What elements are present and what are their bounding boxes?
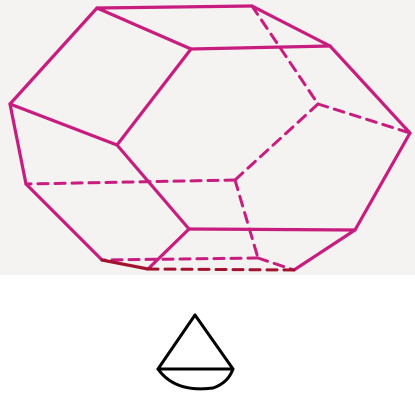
crystal-drawing xyxy=(8,4,412,272)
visible-edge xyxy=(250,4,332,48)
hidden-edge xyxy=(250,4,320,106)
bottom-edge xyxy=(146,267,296,272)
cone-symbol xyxy=(156,313,235,391)
symbol-panel xyxy=(0,275,415,417)
visible-edge xyxy=(115,143,191,231)
visible-edge xyxy=(115,47,193,147)
visible-edge xyxy=(24,182,104,262)
visible-edge xyxy=(292,228,357,272)
visible-edge xyxy=(353,131,412,232)
cone-outline xyxy=(156,313,235,371)
hidden-edge xyxy=(24,178,237,186)
visible-edge xyxy=(95,6,193,51)
cone-base-arc xyxy=(156,367,235,391)
hidden-edge xyxy=(256,256,296,272)
hidden-edge xyxy=(233,178,260,260)
visible-edge xyxy=(8,6,99,106)
visible-edge xyxy=(189,44,332,51)
visible-edge xyxy=(8,102,28,186)
visible-edge xyxy=(95,4,254,10)
visible-edge xyxy=(187,227,357,232)
hidden-edge xyxy=(100,256,260,262)
hidden-edge xyxy=(316,102,412,135)
crystal-figure-panel xyxy=(0,0,415,275)
visible-edge xyxy=(328,44,412,135)
bottom-edge xyxy=(100,258,150,271)
visible-edge xyxy=(8,102,119,147)
hidden-edge xyxy=(233,102,320,182)
visible-edge xyxy=(146,227,191,271)
